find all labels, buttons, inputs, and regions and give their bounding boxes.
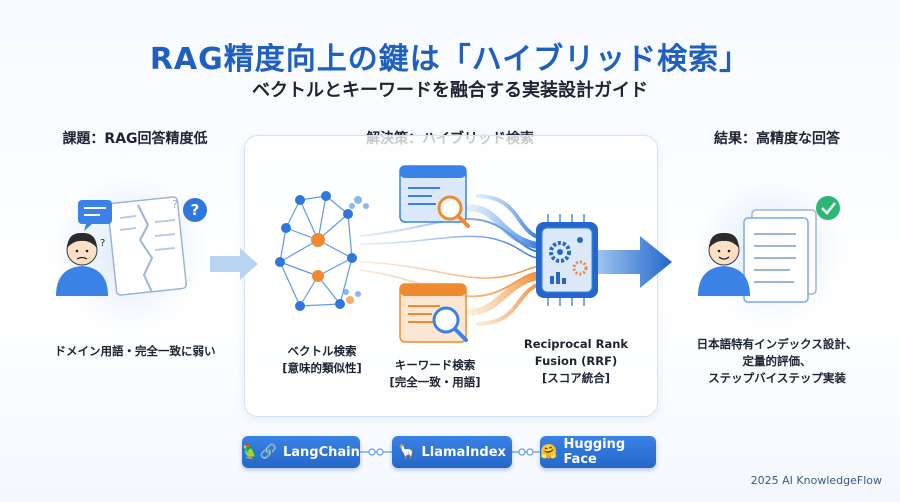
langchain-label: LangChain <box>282 444 360 460</box>
llamaindex-button[interactable]: 🦙 LlamaIndex <box>392 436 512 468</box>
result-illustration <box>696 178 844 326</box>
hugging-face-label: Hugging Face <box>563 437 626 467</box>
llama-icon: 🦙 <box>398 444 416 460</box>
rrf-sublabel: [スコア統合] <box>541 371 610 385</box>
parrot-link-icon: 🦜🔗 <box>242 444 277 460</box>
torn-document-icon <box>107 196 187 296</box>
svg-text:?: ? <box>191 201 200 219</box>
keyword-search-sublabel: [完全一致・用語] <box>389 375 481 389</box>
result-caption-line1: 日本語特有インデックス設計、 <box>696 337 858 351</box>
answer-document-icon <box>743 209 817 303</box>
keyword-search-label: キーワード検索 <box>394 358 476 372</box>
vector-search-sublabel: [意味的類似性] <box>282 361 362 375</box>
tool-connectors <box>360 448 540 456</box>
question-icon: ? ? <box>172 198 207 222</box>
page-subtitle: ベクトルとキーワードを融合する実装設計ガイド <box>252 80 648 101</box>
blue-flow-lines <box>359 194 544 259</box>
orange-flow-lines <box>359 261 544 326</box>
vector-network-icon <box>275 191 369 311</box>
rrf-label-line1: Reciprocal Rank <box>523 337 629 351</box>
result-caption-line2: 定量的評価、 <box>742 354 812 368</box>
check-icon <box>816 196 840 220</box>
confused-user-icon: ? <box>56 232 108 296</box>
document-search-icon <box>399 165 470 228</box>
rrf-caption: Reciprocal Rank Fusion (RRF) [スコア統合] <box>506 336 646 387</box>
rrf-label-line2: Fusion (RRF) <box>534 354 618 368</box>
satisfied-user-icon <box>698 232 750 296</box>
vector-search-caption: ベクトル検索 [意味的類似性] <box>262 343 382 377</box>
hugging-face-button[interactable]: 🤗 Hugging Face <box>540 436 656 468</box>
keyword-search-caption: キーワード検索 [完全一致・用語] <box>370 357 500 391</box>
svg-text:?: ? <box>100 238 105 249</box>
svg-text:?: ? <box>172 198 178 211</box>
vector-search-label: ベクトル検索 <box>287 344 357 358</box>
page-title: RAG精度向上の鍵は「ハイブリッド検索」 <box>149 42 751 77</box>
rrf-chip-icon <box>536 214 598 306</box>
result-heading: 結果：高精度な回答 <box>714 131 840 147</box>
flow-arrow-right <box>598 236 672 288</box>
credit-text: 2025 AI KnowledgeFlow <box>750 474 882 487</box>
keyword-search-icon <box>399 283 468 343</box>
langchain-button[interactable]: 🦜🔗 LangChain <box>242 436 360 468</box>
problem-heading: 課題：RAG回答精度低 <box>62 131 208 147</box>
chat-bubble-icon <box>78 200 112 231</box>
hugging-face-icon: 🤗 <box>540 444 558 460</box>
result-caption-line3: ステップバイステップ実装 <box>708 371 846 385</box>
result-caption: 日本語特有インデックス設計、 定量的評価、 ステップバイステップ実装 <box>666 336 888 387</box>
problem-caption: ドメイン用語・完全一致に弱い <box>54 344 216 358</box>
problem-illustration: ? ? ? <box>52 174 208 330</box>
llamaindex-label: LlamaIndex <box>421 444 506 460</box>
flow-arrow-left <box>210 248 258 280</box>
